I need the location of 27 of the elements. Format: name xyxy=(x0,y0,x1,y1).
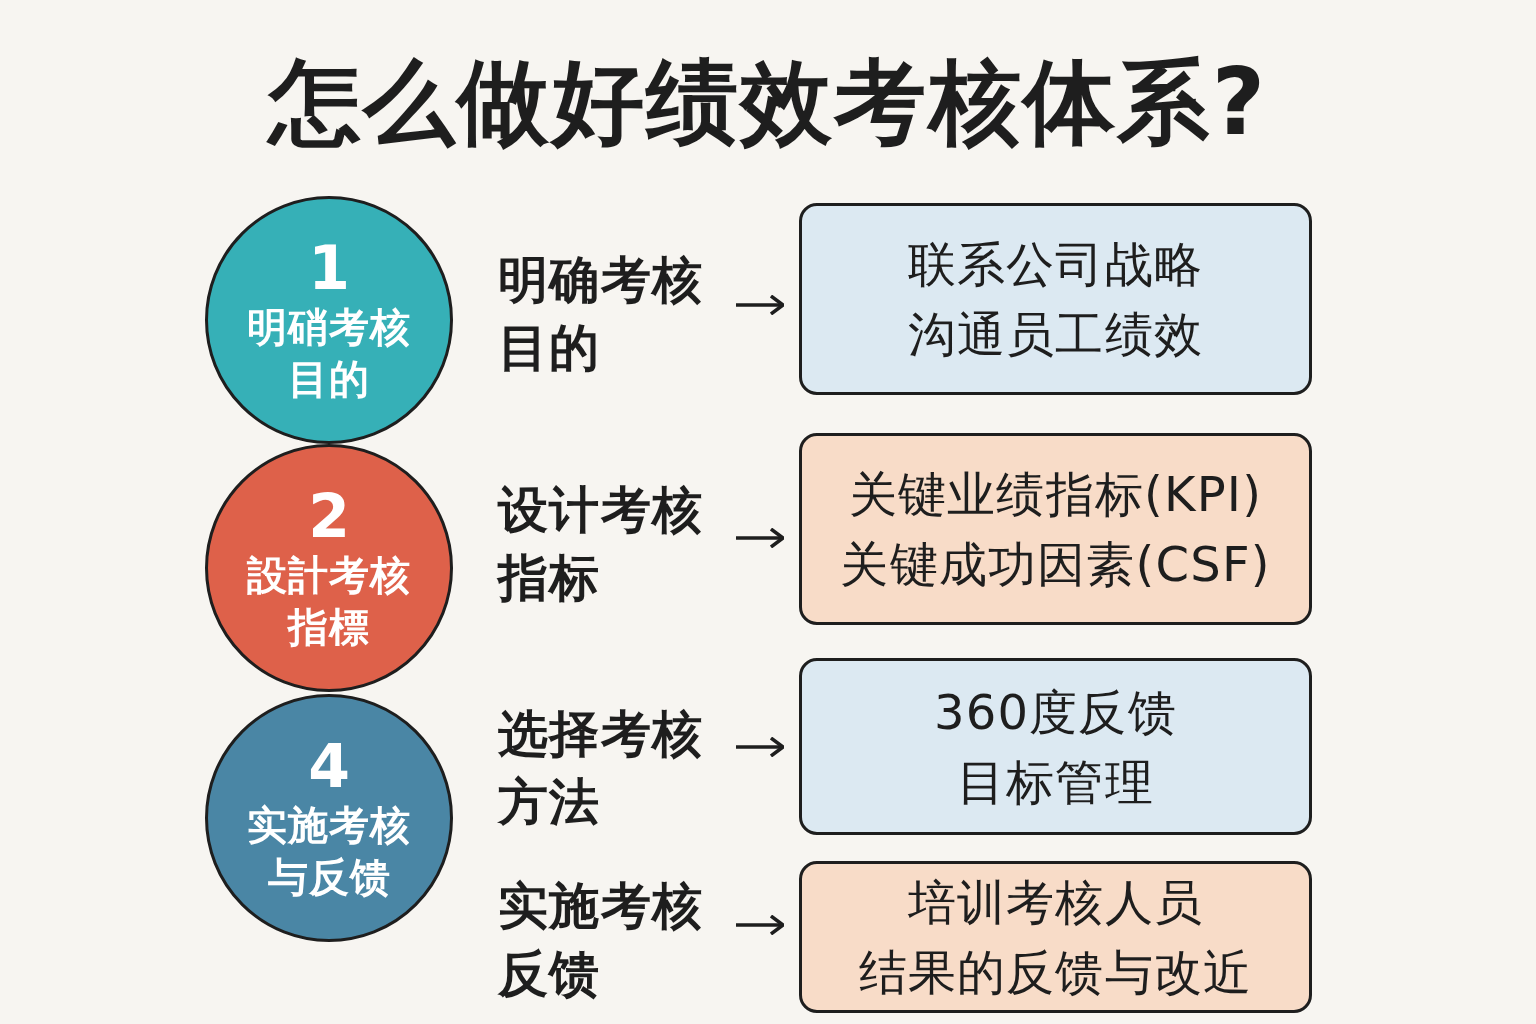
step-title: 明确考核目的 xyxy=(498,246,730,376)
detail-text: 结果的反馈与改近 xyxy=(858,943,1253,1002)
step-number: 1 xyxy=(308,235,350,301)
detail-text: 培训考核人员 xyxy=(907,873,1204,932)
detail-text: 关键业绩指标(KPI) xyxy=(848,465,1263,524)
step-title: 实施考核反馈 xyxy=(498,872,730,1002)
detail-box xyxy=(799,203,1312,395)
detail-box xyxy=(799,433,1312,625)
detail-text: 目标管理 xyxy=(957,752,1154,812)
step-label: 实施考核与反馈 xyxy=(246,801,412,902)
step-label: 明硝考核目的 xyxy=(246,303,412,404)
arrow xyxy=(736,736,785,758)
detail-box xyxy=(799,658,1312,835)
detail-text: 沟通员工绩效 xyxy=(907,305,1204,364)
step-number: 4 xyxy=(308,733,350,799)
step-title: 选择考核方法 xyxy=(498,700,730,830)
detail-text: 关键成功因素(CSF) xyxy=(840,535,1271,594)
arrow xyxy=(736,294,785,316)
title: 怎么做好绩效考核体系? xyxy=(265,48,1269,158)
arrow xyxy=(736,914,785,936)
detail-text: 360度反馈 xyxy=(934,682,1177,742)
detail-text: 联系公司战略 xyxy=(907,235,1204,294)
step-label: 設計考核指標 xyxy=(246,551,412,652)
detail-box xyxy=(799,861,1312,1013)
arrow xyxy=(736,527,785,549)
step-title: 设计考核指标 xyxy=(498,476,730,606)
step-number: 2 xyxy=(308,483,350,549)
